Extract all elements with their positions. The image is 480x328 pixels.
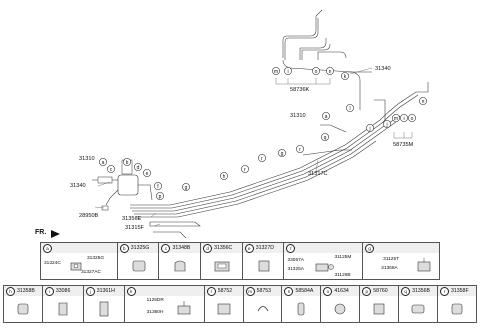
svg-text:l: l <box>349 106 350 112</box>
svg-text:g: g <box>281 151 284 157</box>
svg-text:j: j <box>385 122 387 128</box>
retainer-icon <box>373 303 385 315</box>
bolt-bracket-icon <box>177 301 190 315</box>
svg-text:e: e <box>146 171 149 177</box>
callout-31340-top: 31340 <box>375 66 391 72</box>
damper-icon <box>411 304 425 314</box>
letter-callouts: m i o n k n l a j m i o j q r g r r h g … <box>99 67 427 200</box>
callout-31356E: 31356E <box>122 216 142 222</box>
front-arrow-icon <box>51 230 60 238</box>
nut-icon <box>335 303 346 315</box>
svg-text:n: n <box>422 99 425 105</box>
callout-31315F: 31315F <box>125 225 145 231</box>
clip-icon <box>17 303 29 315</box>
callout-31340-left: 31340 <box>70 183 86 189</box>
grommet-icon <box>175 260 186 272</box>
svg-text:r: r <box>299 147 301 153</box>
legend-cell-k: k 1125DR 31360H <box>123 285 205 323</box>
clip-part-icon <box>70 262 82 271</box>
legend-cell-g: g 31125T 31358A <box>362 242 440 280</box>
front-direction-label: FR. <box>35 229 47 236</box>
clamp-icon <box>58 302 68 316</box>
svg-text:q: q <box>324 135 327 141</box>
svg-text:a: a <box>102 160 105 166</box>
svg-text:d: d <box>137 165 140 171</box>
svg-text:p: p <box>159 194 162 200</box>
svg-text:h: h <box>223 174 226 180</box>
callout-58735M: 58735M <box>393 142 414 148</box>
svg-text:o: o <box>411 116 414 122</box>
holder-icon <box>214 261 230 272</box>
callout-28950B: 28950B <box>79 213 99 219</box>
svg-text:b: b <box>126 160 129 166</box>
svg-text:c: c <box>110 167 113 173</box>
hose-connector-icon <box>316 263 335 272</box>
clip-icon <box>451 303 463 315</box>
block-clip-icon <box>217 303 231 315</box>
ring-clip-icon <box>257 306 268 312</box>
svg-text:r: r <box>244 167 246 173</box>
callout-31310-left: 31310 <box>79 156 95 162</box>
valve-block-left <box>92 159 201 238</box>
clamp-icon <box>132 260 146 272</box>
svg-text:i: i <box>287 69 288 75</box>
svg-text:a: a <box>325 114 328 120</box>
svg-text:m: m <box>274 69 278 75</box>
legend-cell-f: f 33067A 31125M 31325A 31126B <box>283 242 364 280</box>
svg-text:n: n <box>329 69 332 75</box>
svg-text:g: g <box>185 185 188 191</box>
callout-58736K: 58736K <box>290 87 310 93</box>
svg-text:o: o <box>315 69 318 75</box>
svg-text:k: k <box>344 74 347 80</box>
svg-text:m: m <box>394 116 398 122</box>
sensor-clip-icon <box>417 258 431 272</box>
svg-text:j: j <box>368 126 370 132</box>
plug-icon <box>298 302 305 316</box>
pipe-group-upper <box>282 9 372 110</box>
bracket-icon <box>258 260 270 272</box>
svg-text:f: f <box>157 184 159 190</box>
svg-text:i: i <box>403 116 404 122</box>
svg-text:r: r <box>261 156 263 162</box>
callout-31310-right: 31310 <box>290 113 306 119</box>
pipe-group-main <box>130 82 429 218</box>
legend-cell-a: a 31324C 31325G 31327AC <box>40 242 118 280</box>
pipe-layout-diagram: 31340 58736K 31310 58735M 31310 31340 28… <box>70 9 429 238</box>
callout-31317C: 31317C <box>308 171 328 177</box>
mount-icon <box>99 301 109 317</box>
